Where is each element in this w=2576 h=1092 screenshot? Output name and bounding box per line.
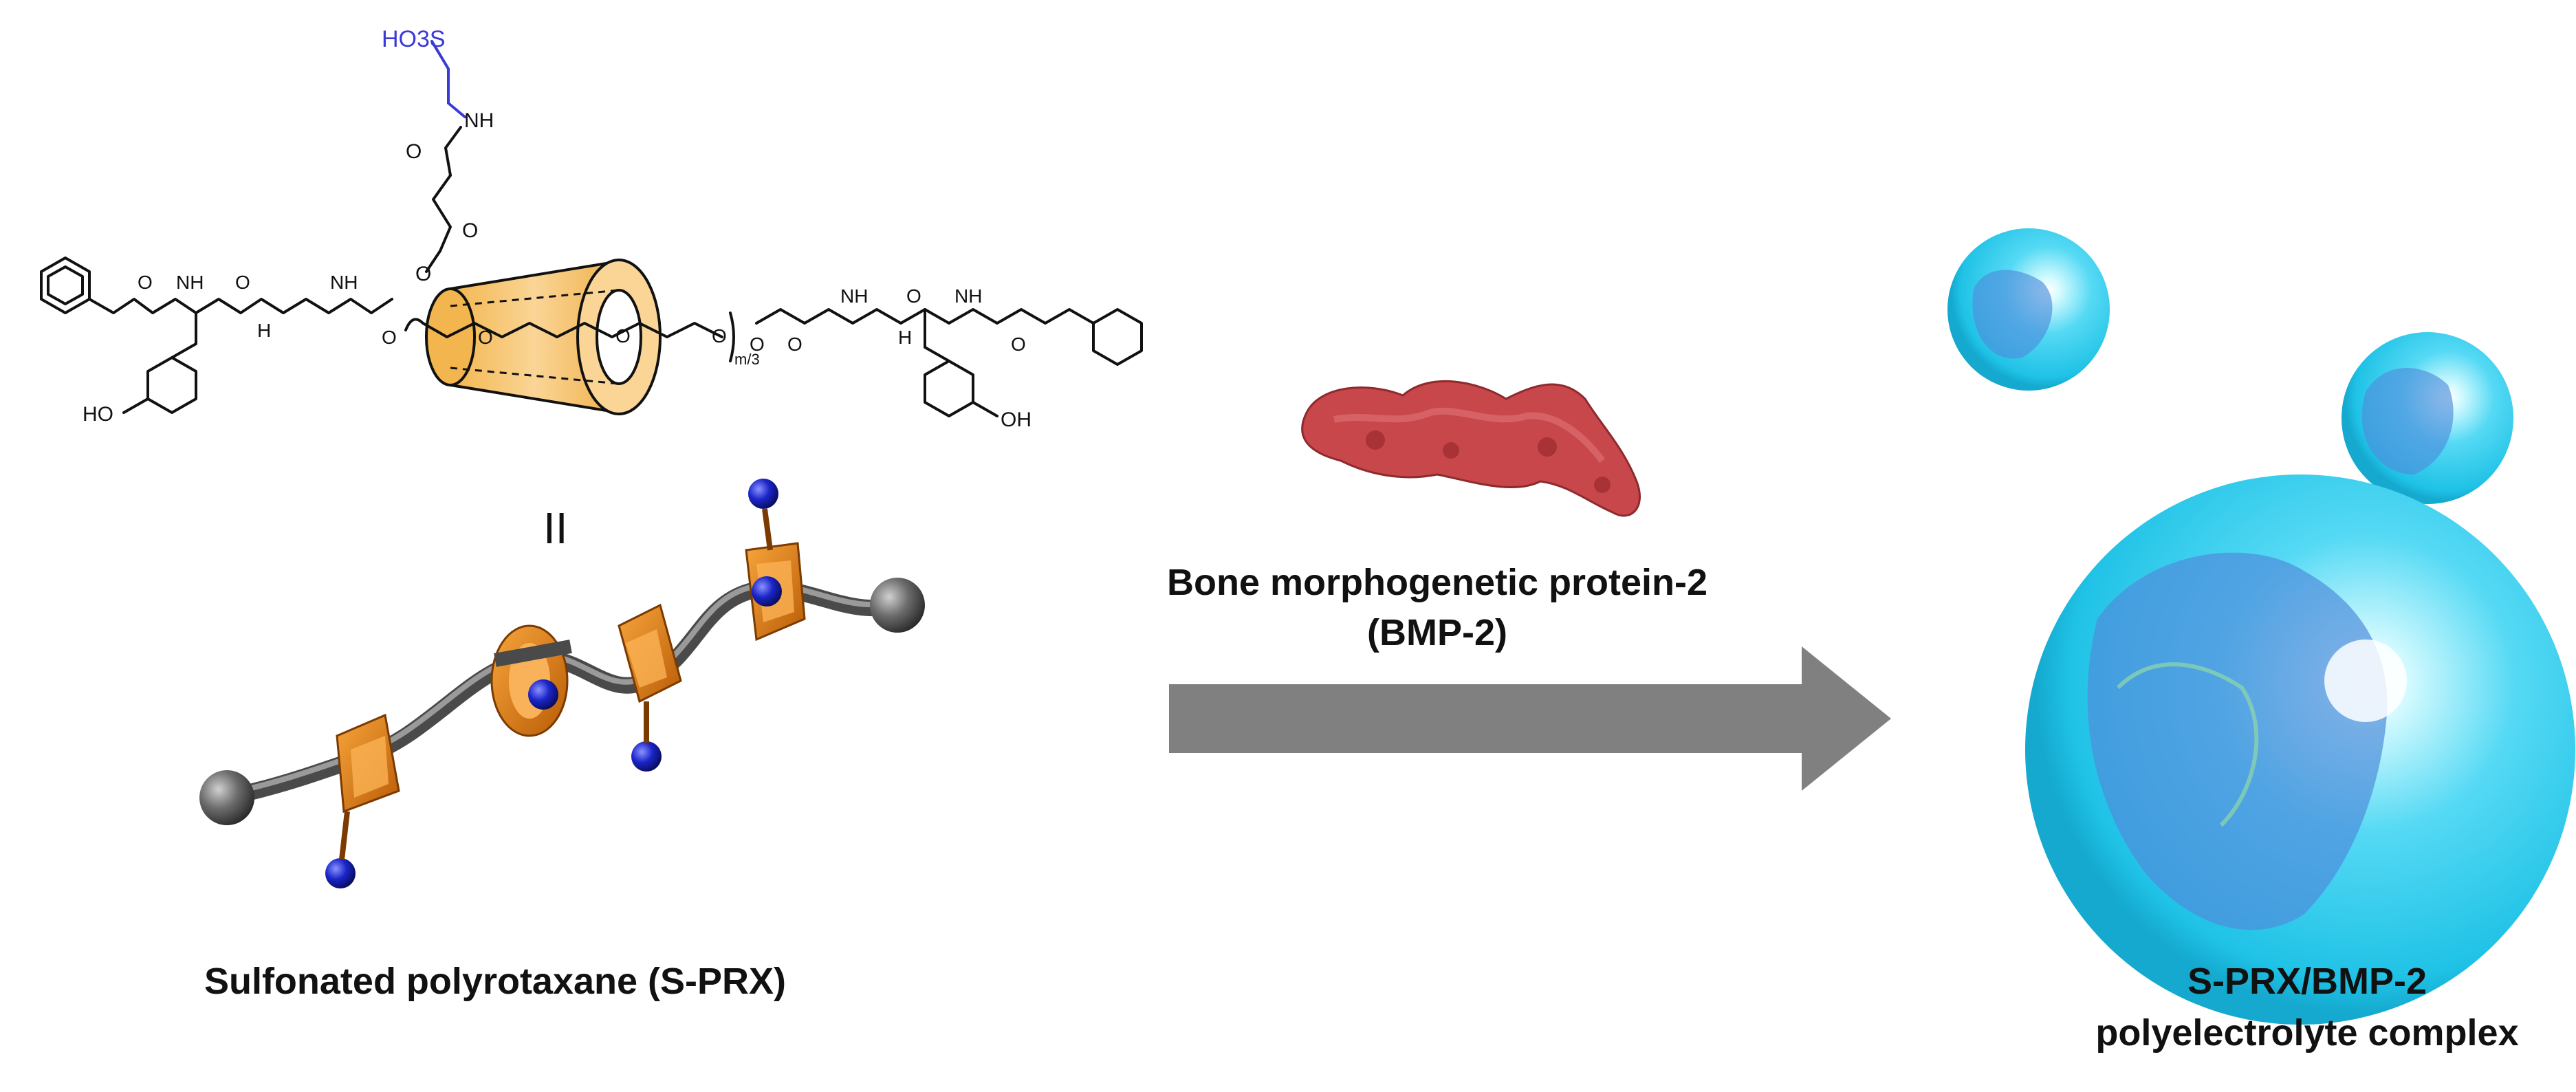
tyrosine-ring-left <box>146 356 197 414</box>
o-label-ester: O <box>462 219 478 242</box>
chemical-structure: HO3S NH O O O O NH O H NH O HO <box>40 26 1143 553</box>
cyclodextrin-cone <box>425 259 662 415</box>
sulfonate-bead <box>325 858 356 888</box>
ester-link <box>425 250 441 273</box>
hydroxyl-bond-left <box>122 397 149 414</box>
nh-label-right1: NH <box>840 285 868 307</box>
caption-bmp2-line1: Bone morphogenetic protein-2 <box>1167 562 1707 603</box>
reaction-arrow <box>1169 646 1891 791</box>
complex-sphere-large <box>2025 474 2575 1025</box>
nh-label-right2: NH <box>954 285 982 307</box>
nh-label-left2: NH <box>330 272 358 293</box>
sulfonate-chain <box>430 40 466 118</box>
caption-complex-line1: S-PRX/BMP-2 <box>2187 961 2427 1002</box>
oh-label: OH <box>1001 408 1032 431</box>
caption-sprx: Sulfonated polyrotaxane (S-PRX) <box>204 961 786 1002</box>
repeat-label: m/3 <box>734 351 760 368</box>
tyrosine-ring-right <box>924 360 974 417</box>
backbone-left <box>88 298 393 314</box>
h-label-left: H <box>257 320 271 341</box>
o-label-amide: O <box>406 140 422 163</box>
caption-bmp2-line2: (BMP-2) <box>1367 612 1507 653</box>
nh-top-label: NH <box>464 109 494 132</box>
o-label-right4: O <box>1011 334 1026 355</box>
o-label-right2: O <box>787 334 803 355</box>
benzene-ring-right <box>1092 308 1143 366</box>
o-label-peg1: O <box>478 327 493 348</box>
stopper-left <box>199 770 254 825</box>
o-label-left2: O <box>235 272 250 293</box>
h-label-right: H <box>898 327 912 348</box>
complex-sphere-small <box>1947 228 2110 391</box>
tyrosine-link-right <box>924 308 950 362</box>
sulfonate-bead <box>752 576 782 607</box>
repeat-bracket <box>729 312 735 362</box>
tyrosine-link-left <box>171 312 197 359</box>
cd-ring-2 <box>490 624 572 737</box>
equivalence-sign: II <box>543 503 568 553</box>
nh-label-left1: NH <box>176 272 204 293</box>
succinyl-chain <box>432 174 452 252</box>
polyrotaxane-cartoon <box>199 479 925 888</box>
o-label-left1: O <box>138 272 153 293</box>
cd-ring-1 <box>336 713 400 813</box>
stopper-right <box>870 578 925 633</box>
hydroxyl-bond-right <box>972 401 998 417</box>
sulfonate-bead <box>748 479 778 509</box>
complex-sphere-medium <box>2342 332 2513 504</box>
ho-label: HO <box>83 403 113 426</box>
bmp2-protein <box>1301 380 1641 517</box>
cd-ring-3 <box>618 603 682 703</box>
o-label-left3: O <box>382 327 397 348</box>
o-label-peg2: O <box>615 325 631 347</box>
amide-bond <box>444 126 462 177</box>
benzene-inner-left <box>47 265 84 305</box>
o-label-right1: O <box>750 334 765 355</box>
o-label-link: O <box>415 263 431 285</box>
o-label-peg3: O <box>712 325 727 347</box>
sulfonate-bead <box>631 741 662 772</box>
sulfonate-bead <box>528 679 558 710</box>
caption-complex-line2: polyelectrolyte complex <box>2095 1012 2518 1053</box>
peg-chain <box>404 318 723 338</box>
o-label-right3: O <box>906 285 921 307</box>
